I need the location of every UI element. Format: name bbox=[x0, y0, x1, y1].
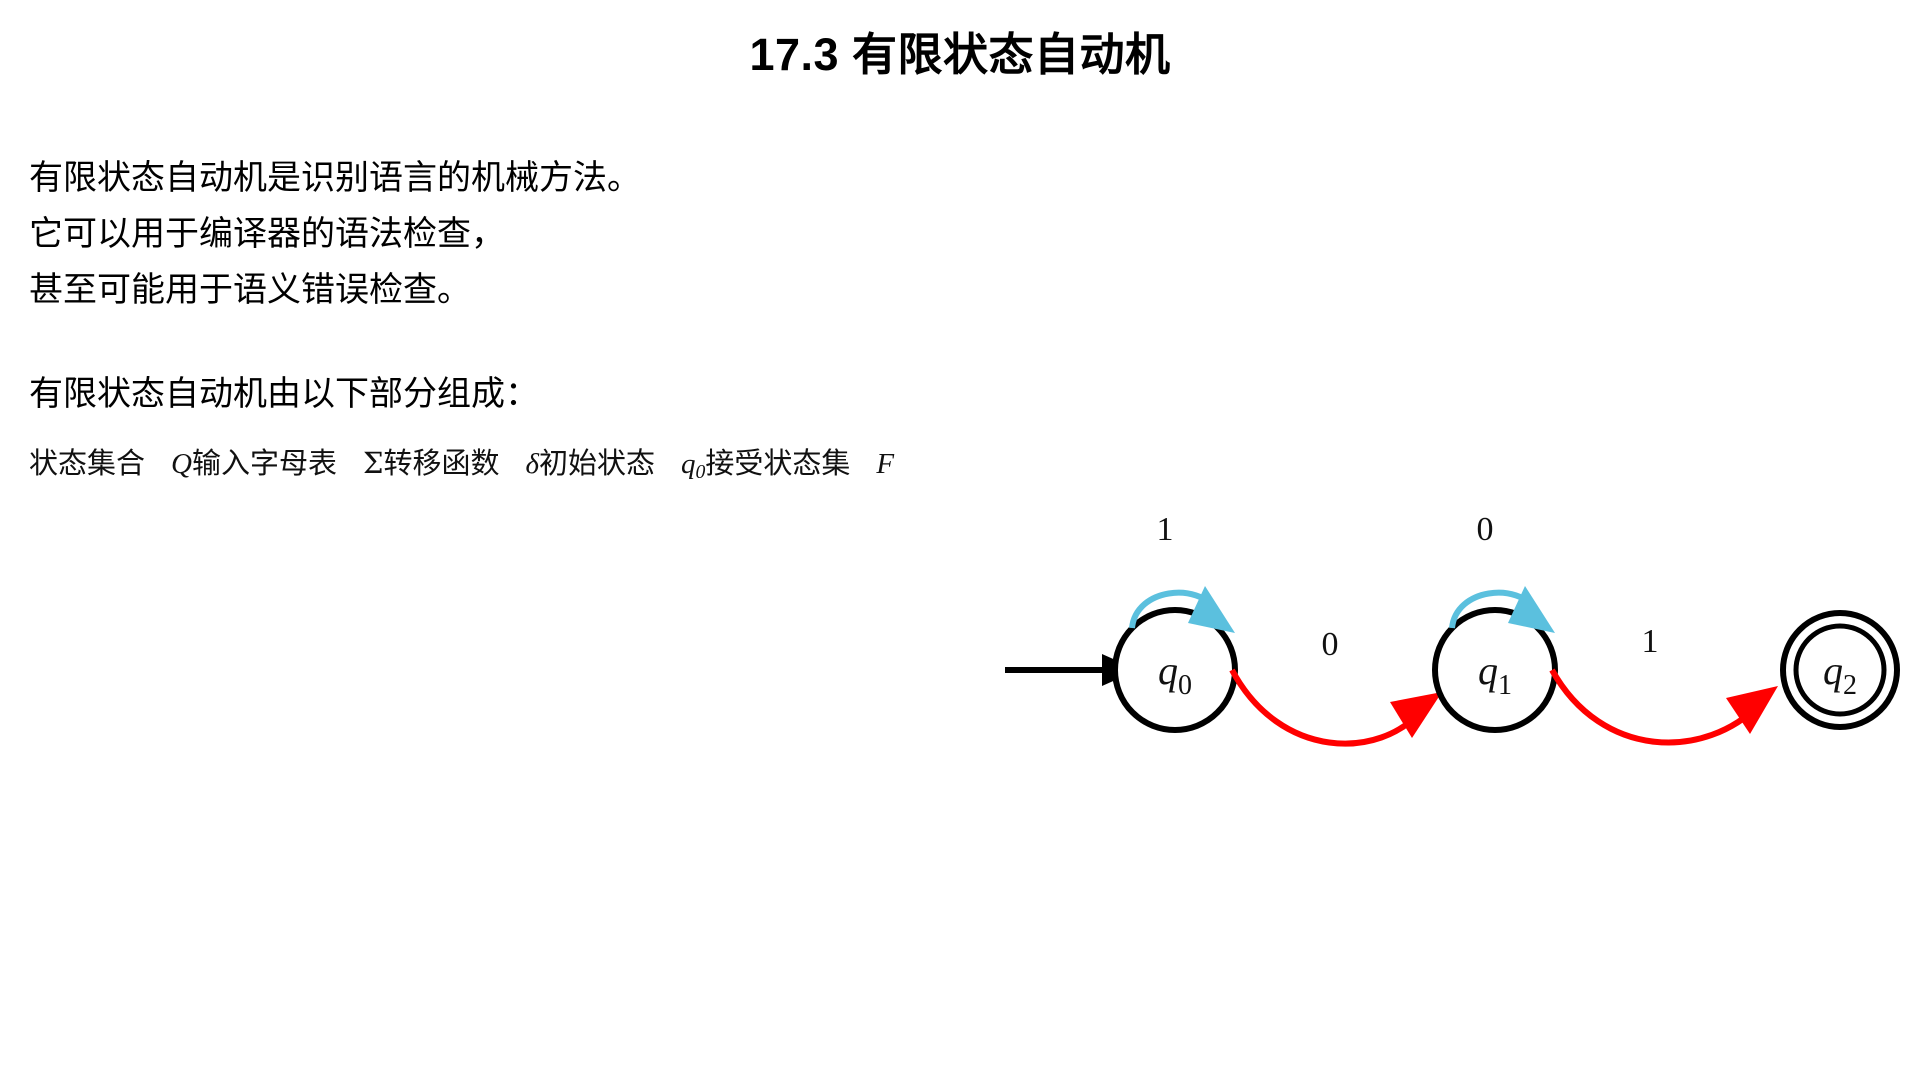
transition-q1-q2-arrowhead bbox=[1726, 686, 1778, 734]
components-heading: 有限状态自动机由以下部分组成： bbox=[29, 375, 539, 413]
definition-symbol-q0: q0 bbox=[681, 448, 706, 483]
definition-symbol-F: F bbox=[876, 448, 895, 480]
definition-symbol-q0-subscript: 0 bbox=[695, 460, 706, 483]
body-paragraph: 有限状态自动机是识别语言的机械方法。 它可以用于编译器的语法检查， 甚至可能用于… bbox=[29, 150, 1029, 318]
transition-q0-q1-arrowhead bbox=[1390, 692, 1442, 738]
definition-label-transition-function: 转移函数 bbox=[383, 448, 500, 480]
paragraph-line-1: 有限状态自动机是识别语言的机械方法。 bbox=[29, 159, 641, 197]
transition-q1-q2-label: 1 bbox=[1642, 623, 1659, 660]
definition-symbol-Q: Q bbox=[171, 448, 192, 480]
state-q2[interactable]: q2 bbox=[1780, 610, 1900, 730]
definition-label-accepting-states: 接受状态集 bbox=[705, 448, 851, 480]
transition-q0-q1-curve bbox=[1229, 668, 1425, 747]
transition-q1-q2-curve bbox=[1549, 668, 1763, 746]
state-q1-subscript: 1 bbox=[1498, 670, 1512, 701]
paragraph-line-2: 它可以用于编译器的语法检查， bbox=[29, 215, 505, 253]
transition-q0-q1[interactable]: 0 bbox=[1229, 626, 1442, 747]
state-q2-label: q2 bbox=[1823, 648, 1857, 701]
finite-state-automaton-diagram: q0 1 0 q1 0 bbox=[960, 470, 1920, 770]
definition-symbol-Sigma: Σ bbox=[362, 446, 384, 480]
state-q2-name: q bbox=[1823, 648, 1843, 693]
definition-symbol-delta: δ bbox=[525, 448, 539, 480]
state-q0-label: q0 bbox=[1158, 648, 1192, 701]
state-q1-name: q bbox=[1478, 648, 1498, 693]
self-loop-q1-arrowhead bbox=[1508, 586, 1555, 633]
state-q1-label: q1 bbox=[1478, 648, 1512, 701]
state-q2-subscript: 2 bbox=[1843, 670, 1857, 701]
state-q0-subscript: 0 bbox=[1178, 670, 1192, 701]
definition-label-alphabet: 输入字母表 bbox=[191, 448, 337, 480]
state-q0-name: q bbox=[1158, 648, 1178, 693]
definition-symbol-q0-base: q bbox=[681, 448, 696, 480]
transition-q1-q2[interactable]: 1 bbox=[1549, 623, 1778, 746]
automaton-svg: q0 1 0 q1 0 bbox=[1005, 511, 1900, 747]
definition-label-start-state: 初始状态 bbox=[539, 448, 656, 480]
transition-q0-q1-label: 0 bbox=[1322, 626, 1339, 663]
paragraph-line-3: 甚至可能用于语义错误检查。 bbox=[29, 271, 471, 309]
self-loop-q1-label: 0 bbox=[1477, 511, 1494, 548]
self-loop-q0[interactable]: 1 bbox=[1129, 511, 1235, 633]
state-q2-inner-outline bbox=[1793, 623, 1887, 717]
self-loop-q0-arrowhead bbox=[1188, 586, 1235, 633]
definition-label-state-set: 状态集合 bbox=[29, 448, 146, 480]
page-title: 17.3 有限状态自动机 bbox=[749, 29, 1171, 80]
self-loop-q1[interactable]: 0 bbox=[1449, 511, 1555, 633]
definition-item-state-set: 状态集合 bbox=[29, 445, 145, 483]
self-loop-q0-label: 1 bbox=[1157, 511, 1174, 548]
definition-list: 状态集合 Q输入字母表 Σ转移函数 δ初始状态 q0接受状态集 F bbox=[29, 444, 894, 491]
